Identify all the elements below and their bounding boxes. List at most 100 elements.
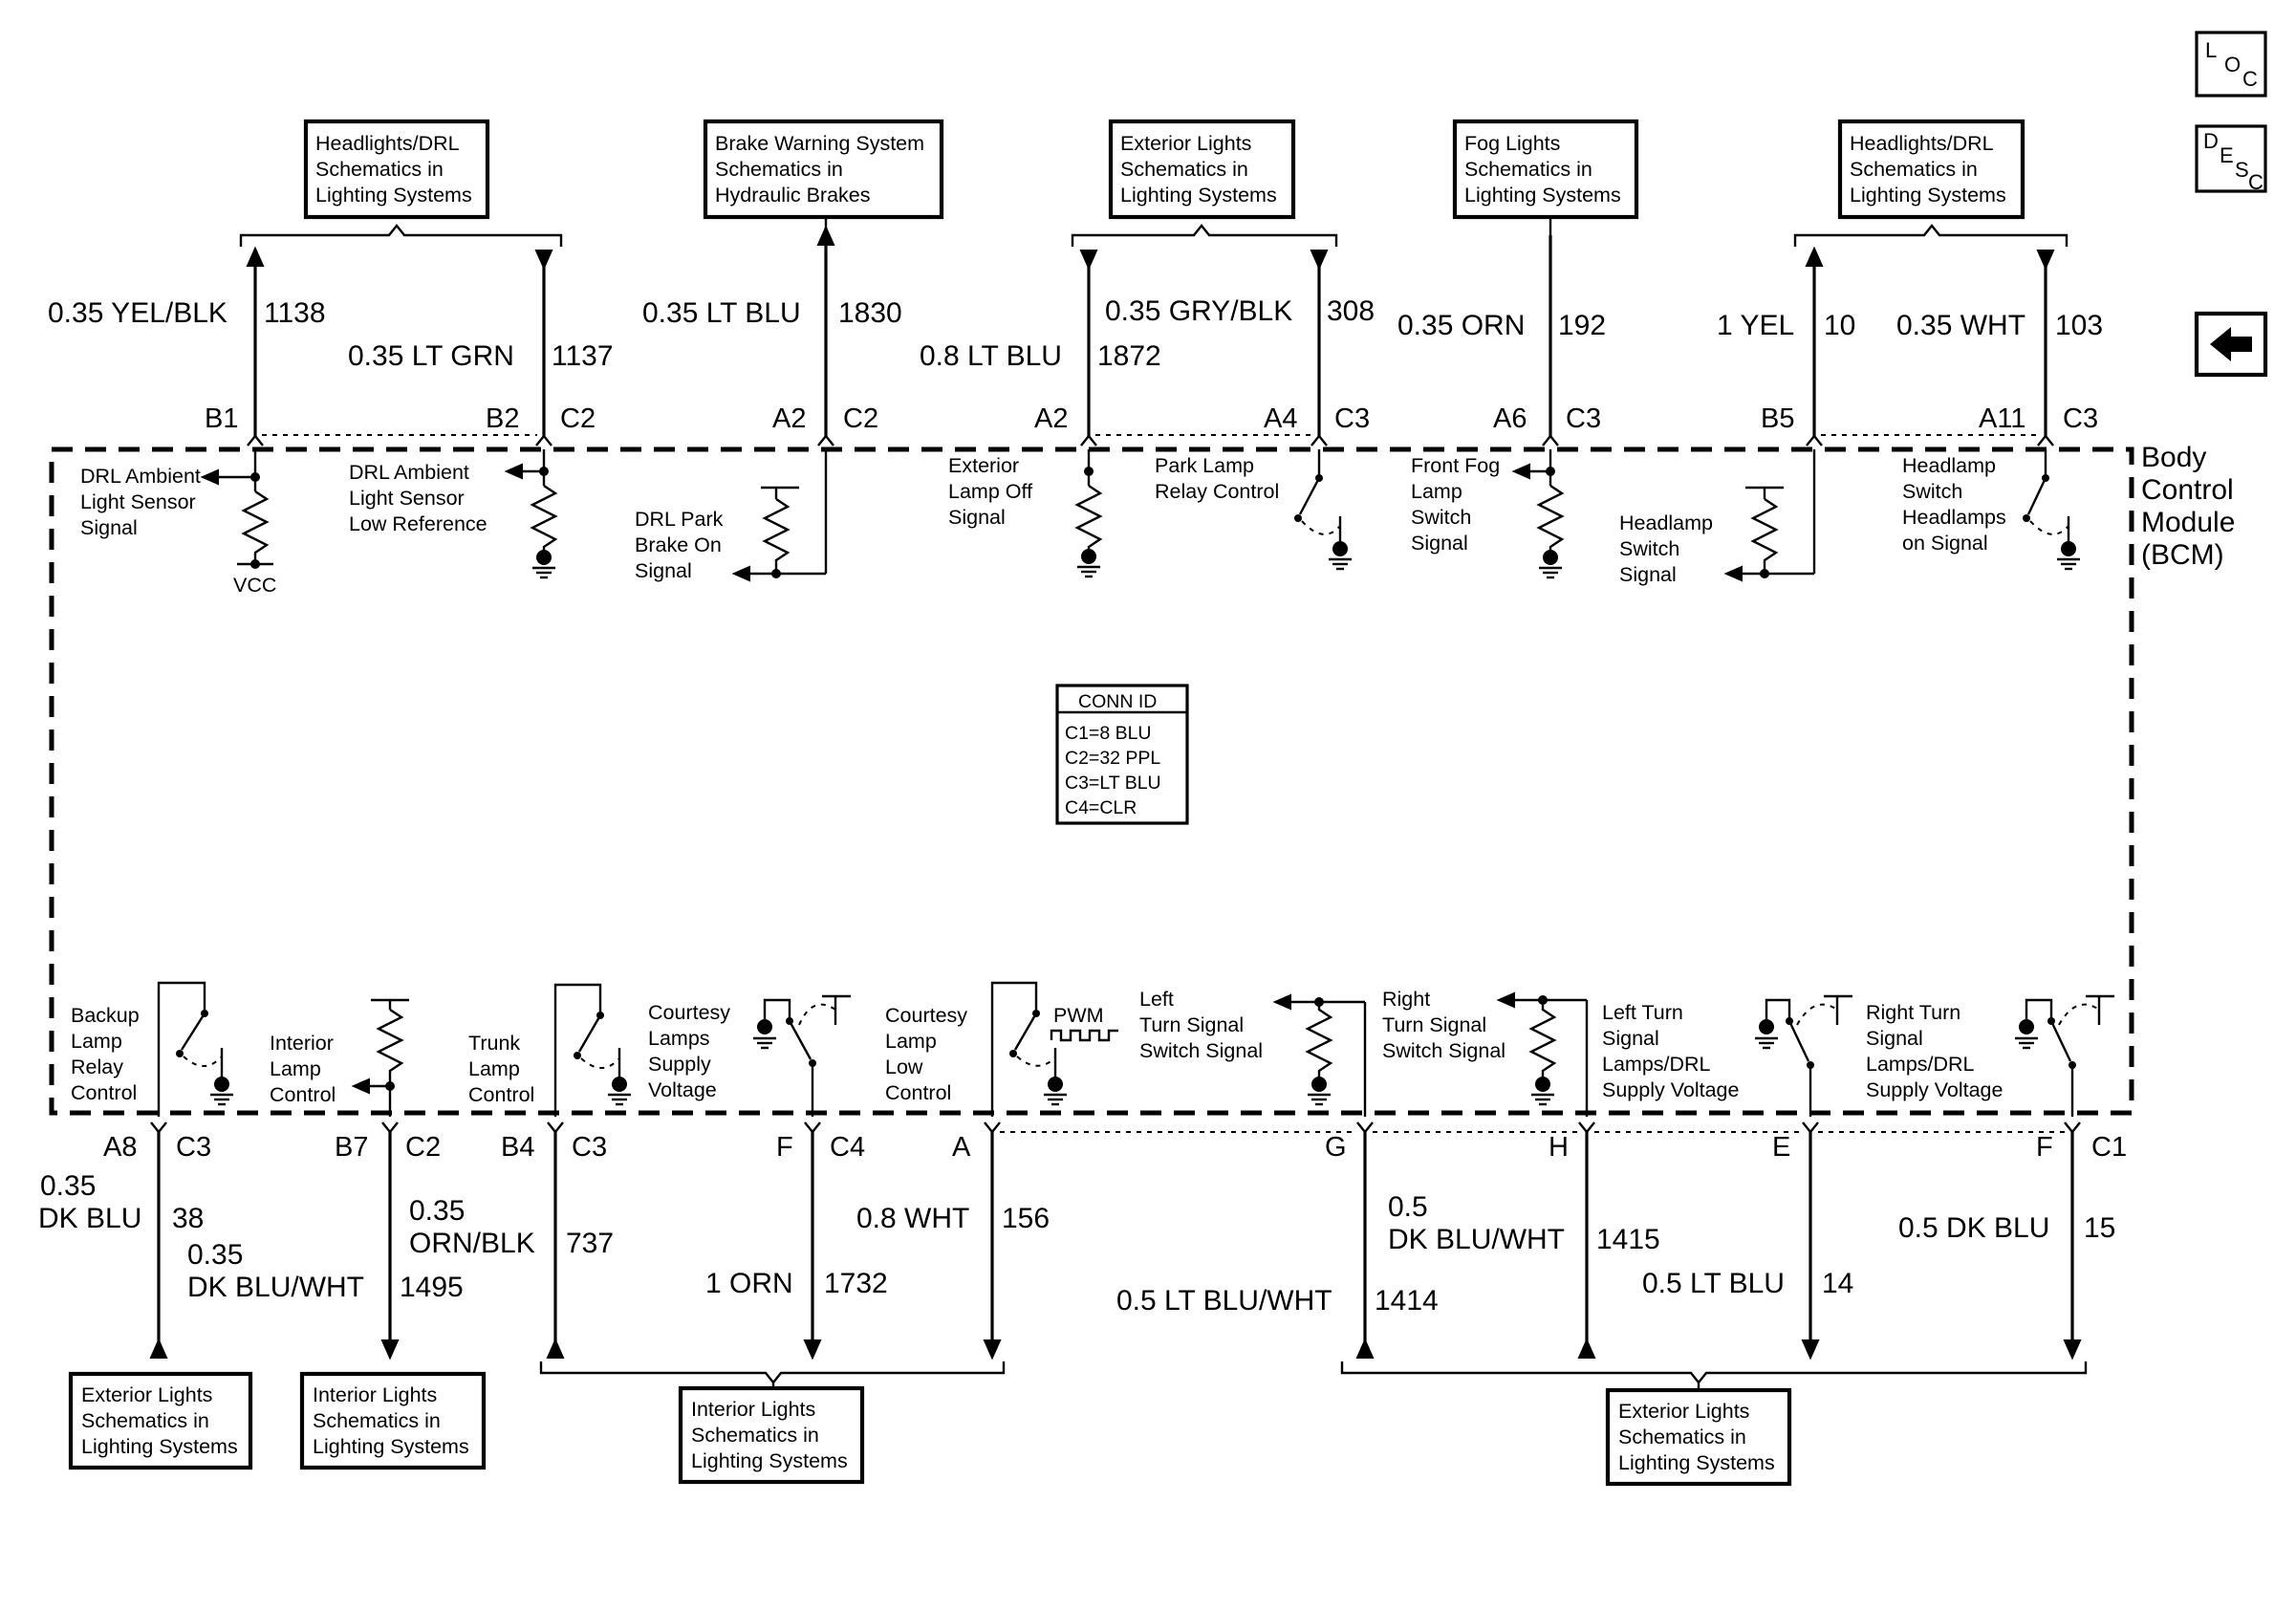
circuit-156: 156 bbox=[1002, 1203, 1050, 1234]
ref-brake-warning[interactable]: Brake Warning System Schematics in Hydra… bbox=[703, 119, 944, 220]
conn-id-c2: C2=32 PPL bbox=[1065, 748, 1160, 769]
svg-text:Schematics in: Schematics in bbox=[81, 1409, 209, 1432]
bottom-brackets bbox=[539, 1361, 2088, 1390]
bcm-boundary bbox=[49, 446, 2134, 1116]
pin-a2-a: A2 bbox=[772, 403, 806, 434]
ref-interior-lights-bottom-left[interactable]: Interior Lights Schematics in Lighting S… bbox=[299, 1371, 487, 1470]
wire-color-15: 0.5 DK BLU bbox=[1898, 1212, 2049, 1244]
circuit-1495: 1495 bbox=[400, 1272, 464, 1303]
ref-headlights-drl-right[interactable]: Headlights/DRL Schematics in Lighting Sy… bbox=[1837, 119, 2025, 220]
bcm-label-line1: Body bbox=[2141, 442, 2206, 473]
label-vcc: VCC bbox=[233, 574, 276, 597]
loc-button[interactable]: L O C bbox=[2195, 31, 2267, 98]
connector-c3-d: C3 bbox=[176, 1132, 211, 1163]
label-headlamp-switch-2: Switch bbox=[1619, 537, 1679, 560]
label-headlamps-on-1: Headlamp bbox=[1902, 454, 1996, 477]
label-headlamp-switch-3: Signal bbox=[1619, 563, 1677, 586]
label-exterior-lamp-off-1: Exterior bbox=[948, 454, 1019, 477]
wire-color-1414: 0.5 LT BLU/WHT bbox=[1116, 1285, 1332, 1317]
pin-b5: B5 bbox=[1761, 403, 1794, 434]
wire-color-1872: 0.8 LT BLU bbox=[920, 340, 1062, 372]
label-backup-1: Backup bbox=[71, 1004, 140, 1027]
left-turn-supply-circuit: Left Turn Signal Lamps/DRL Supply Voltag… bbox=[1602, 994, 1852, 1117]
label-trunk-1: Trunk bbox=[468, 1032, 520, 1055]
desc-button[interactable]: D E S C bbox=[2195, 124, 2267, 194]
pin-a: A bbox=[952, 1132, 971, 1163]
top-wires bbox=[246, 225, 2055, 436]
back-button[interactable] bbox=[2194, 311, 2268, 378]
circuit-1415: 1415 bbox=[1596, 1224, 1660, 1255]
desc-letter-d: D bbox=[2203, 129, 2219, 153]
svg-text:Interior Lights: Interior Lights bbox=[691, 1398, 815, 1421]
drl-park-brake-circuit: DRL Park Brake On Signal bbox=[635, 449, 828, 582]
label-headlamps-on-4: on Signal bbox=[1902, 532, 1988, 555]
pin-h: H bbox=[1549, 1132, 1569, 1163]
circuit-1414: 1414 bbox=[1375, 1285, 1439, 1317]
ref-exterior-lights-bottom-right[interactable]: Exterior Lights Schematics in Lighting S… bbox=[1605, 1387, 1792, 1487]
label-backup-3: Relay bbox=[71, 1056, 123, 1078]
connector-c1: C1 bbox=[2091, 1132, 2127, 1163]
label-headlamps-on-3: Headlamps bbox=[1902, 506, 2006, 529]
ref-exterior-lights-bottom-left[interactable]: Exterior Lights Schematics in Lighting S… bbox=[68, 1371, 253, 1470]
label-left-turn-switch-3: Switch Signal bbox=[1139, 1039, 1263, 1062]
svg-text:Lighting Systems: Lighting Systems bbox=[1464, 184, 1621, 207]
bottom-pin-chevrons bbox=[150, 1121, 2081, 1134]
label-courtesy-low-4: Control bbox=[885, 1081, 951, 1104]
circuit-737: 737 bbox=[566, 1228, 614, 1259]
label-drl-park-brake-3: Signal bbox=[635, 559, 692, 582]
label-left-turn-supply-2: Signal bbox=[1602, 1027, 1659, 1050]
label-left-turn-supply-1: Left Turn bbox=[1602, 1001, 1683, 1024]
desc-letter-e: E bbox=[2220, 143, 2234, 167]
loc-icon[interactable] bbox=[2195, 31, 2267, 98]
wire-size-38: 0.35 bbox=[40, 1170, 96, 1202]
wire-color-156: 0.8 WHT bbox=[856, 1203, 969, 1234]
trunk-lamp-control-circuit: Trunk Lamp Control bbox=[468, 983, 631, 1117]
pin-a4: A4 bbox=[1264, 403, 1297, 434]
conn-id-c3: C3=LT BLU bbox=[1065, 773, 1161, 794]
label-courtesy-supply-4: Voltage bbox=[648, 1078, 717, 1101]
label-park-lamp-relay-2: Relay Control bbox=[1155, 480, 1279, 503]
svg-text:Fog Lights: Fog Lights bbox=[1464, 132, 1560, 155]
svg-text:Schematics in: Schematics in bbox=[315, 158, 444, 181]
label-courtesy-low-2: Lamp bbox=[885, 1030, 937, 1053]
label-courtesy-supply-1: Courtesy bbox=[648, 1001, 730, 1024]
pin-g: G bbox=[1325, 1132, 1347, 1163]
ref-fog-lights[interactable]: Fog Lights Schematics in Lighting System… bbox=[1452, 119, 1639, 220]
headlamp-switch-signal-circuit: Headlamp Switch Signal bbox=[1619, 449, 1816, 586]
svg-text:Lighting Systems: Lighting Systems bbox=[1850, 184, 2006, 207]
wire-color-1138: 0.35 YEL/BLK bbox=[48, 297, 227, 329]
wire-color-1830: 0.35 LT BLU bbox=[642, 297, 801, 329]
desc-icon[interactable] bbox=[2195, 124, 2267, 193]
pin-b2: B2 bbox=[486, 403, 519, 434]
ref-exterior-lights-top[interactable]: Exterior Lights Schematics in Lighting S… bbox=[1108, 119, 1296, 220]
svg-text:Schematics in: Schematics in bbox=[313, 1409, 441, 1432]
label-drl-low-ref-1: DRL Ambient bbox=[349, 461, 469, 484]
svg-text:Exterior Lights: Exterior Lights bbox=[1120, 132, 1251, 155]
label-front-fog-1: Front Fog bbox=[1411, 454, 1500, 477]
top-wire-labels: 0.35 YEL/BLK 1138 B1 0.35 LT GRN 1137 B2… bbox=[48, 295, 2103, 434]
label-right-turn-switch-2: Turn Signal bbox=[1382, 1013, 1486, 1036]
label-right-turn-supply-2: Signal bbox=[1866, 1027, 1923, 1050]
circuit-1732: 1732 bbox=[824, 1268, 888, 1299]
bottom-wire-labels: A8 C3 0.35 DK BLU 38 B7 C2 0.35 DK BLU/W… bbox=[38, 1132, 2127, 1317]
circuit-15: 15 bbox=[2084, 1212, 2115, 1244]
connector-c3-a: C3 bbox=[1334, 403, 1370, 434]
label-trunk-3: Control bbox=[468, 1083, 534, 1106]
ref-headlights-drl-left[interactable]: Headlights/DRL Schematics in Lighting Sy… bbox=[303, 119, 490, 220]
svg-text:Exterior Lights: Exterior Lights bbox=[81, 1383, 212, 1406]
bottom-wires bbox=[149, 1132, 2082, 1361]
connector-c2-c: C2 bbox=[405, 1132, 441, 1163]
label-backup-2: Lamp bbox=[71, 1030, 122, 1053]
bcm-label: Body Control Module (BCM) bbox=[2141, 442, 2235, 571]
ref-interior-lights-bottom-center[interactable]: Interior Lights Schematics in Lighting S… bbox=[678, 1385, 865, 1485]
wire-color-14: 0.5 LT BLU bbox=[1642, 1268, 1785, 1299]
svg-text:Schematics in: Schematics in bbox=[715, 158, 843, 181]
circuit-38: 38 bbox=[172, 1203, 204, 1234]
label-courtesy-low-3: Low bbox=[885, 1056, 923, 1078]
pin-b4: B4 bbox=[501, 1132, 534, 1163]
label-exterior-lamp-off-3: Signal bbox=[948, 506, 1006, 529]
left-turn-switch-circuit: Left Turn Signal Switch Signal bbox=[1139, 988, 1367, 1117]
label-drl-low-ref-2: Light Sensor bbox=[349, 487, 465, 510]
interior-lamp-control-circuit: Interior Lamp Control bbox=[270, 998, 409, 1117]
conn-id-table: CONN ID C1=8 BLU C2=32 PPL C3=LT BLU C4=… bbox=[1055, 684, 1189, 825]
